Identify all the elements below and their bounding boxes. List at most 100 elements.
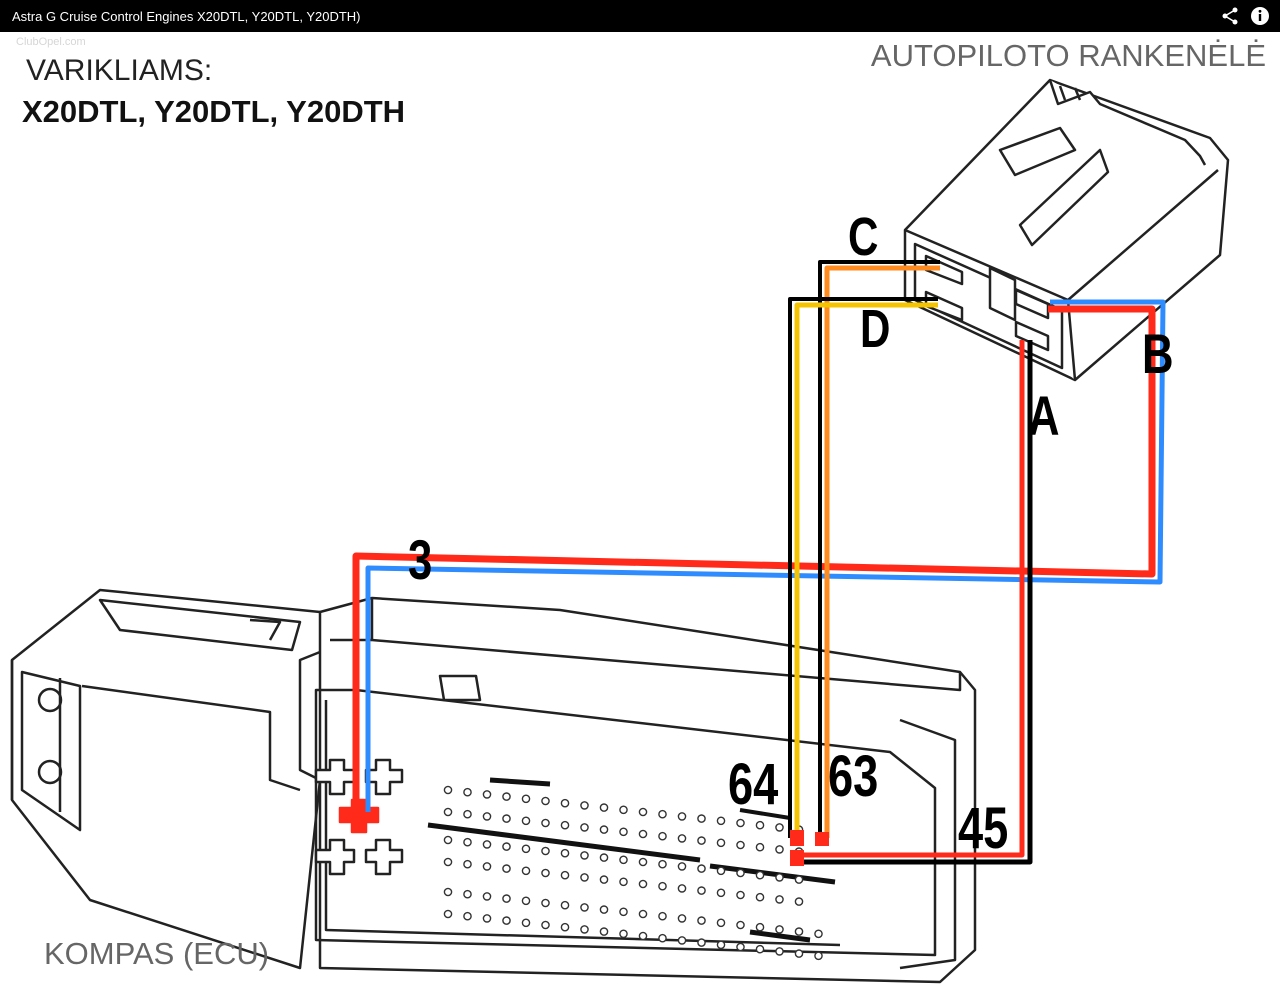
ecu-pin [599, 927, 609, 936]
ecu-pin [560, 820, 570, 830]
pin-label-a: A [1028, 384, 1060, 447]
ecu-pin [716, 918, 726, 928]
ecu-pin [697, 938, 706, 947]
ecu-pin [658, 911, 667, 921]
ecu-pin [697, 886, 706, 895]
ecu-pin [755, 870, 765, 880]
ecu-pin [521, 896, 531, 906]
pin-label-45: 45 [958, 796, 1009, 861]
ecu-pin [716, 940, 726, 950]
ecu-pin [755, 944, 765, 954]
ecu-pin [736, 920, 745, 930]
ecu-pin [541, 920, 550, 930]
ecu-pin [697, 864, 706, 873]
ecu-pin [599, 825, 609, 834]
ecu-pin [580, 851, 589, 860]
info-icon[interactable] [1250, 6, 1270, 26]
video-title: Astra G Cruise Control Engines X20DTL, Y… [12, 8, 361, 24]
ecu-pin [677, 936, 687, 945]
ecu-pin [599, 905, 609, 914]
ecu-pin [502, 792, 511, 801]
cruise-switch-connector [903, 78, 1230, 382]
ecu-pin [560, 798, 570, 808]
ecu-pin [521, 844, 531, 854]
pin-label-3: 3 [408, 528, 433, 591]
ecu-pin [463, 787, 472, 797]
ecu-pin [677, 914, 687, 923]
ecu-pin [463, 889, 472, 899]
ecu-pin [580, 873, 589, 882]
ecu-pin [541, 846, 550, 856]
pin-label-63: 63 [828, 744, 879, 809]
ecu-pin [677, 862, 687, 871]
ecu-pin-grid [443, 785, 823, 961]
ecu-pin [560, 848, 570, 858]
ecu-pin [541, 796, 550, 806]
pin-label-c: C [848, 207, 879, 267]
ecu-pin [814, 951, 823, 961]
ecu-pin [697, 814, 706, 823]
ecu-pin [521, 816, 531, 826]
wire-b-blue [365, 299, 1166, 812]
ecu-pin [580, 903, 589, 912]
wires [352, 260, 1166, 865]
ecu-pin [814, 929, 823, 939]
ecu-pin [658, 859, 667, 869]
ecu-pin [443, 835, 453, 845]
ecu-pin [677, 884, 687, 893]
ecu-pin [775, 823, 784, 832]
ecu-pin [463, 859, 472, 869]
ecu-pin [560, 922, 570, 932]
ecu-pin [775, 895, 784, 904]
ecu-pin [677, 834, 687, 843]
ecu-pin [755, 922, 765, 932]
ecu-pin [658, 809, 667, 819]
ecu-pin [638, 879, 648, 889]
ecu-pin [638, 829, 648, 839]
ecu-pin [599, 803, 609, 812]
ecu-pin [638, 857, 648, 867]
ecu-pin [521, 794, 531, 804]
ecu-pin [482, 892, 492, 901]
ecu-pin [736, 868, 745, 878]
ecu-label: KOMPAS (ECU) [44, 936, 270, 971]
ecu-pin [716, 816, 726, 826]
ecu-pin [619, 877, 628, 887]
ecu-pin [580, 823, 589, 832]
ecu-pin [658, 881, 667, 891]
pin-63-highlight [815, 832, 829, 846]
ecu-pin [482, 914, 492, 923]
video-title-bar: Astra G Cruise Control Engines X20DTL, Y… [0, 0, 1280, 32]
ecu-connector [10, 588, 977, 984]
ecu-pin [775, 947, 784, 956]
ecu-pin [716, 888, 726, 898]
ecu-pin [521, 866, 531, 876]
pin-label-d: D [860, 299, 891, 359]
wire-b-red [352, 305, 1156, 812]
ecu-pin [482, 812, 492, 821]
ecu-pin [502, 916, 511, 925]
ecu-pin [580, 801, 589, 810]
share-icon[interactable] [1220, 6, 1240, 26]
ecu-pin [755, 820, 765, 830]
wire-a-red [796, 340, 1025, 858]
ecu-pin [502, 842, 511, 851]
ecu-pin [638, 931, 648, 941]
ecu-pin [560, 870, 570, 880]
ecu-pin [463, 809, 472, 819]
ecu-pin [619, 855, 628, 865]
ecu-pin [716, 866, 726, 876]
ecu-pin [541, 898, 550, 908]
engines-heading: VARIKLIAMS: [26, 54, 213, 87]
ecu-pin [482, 840, 492, 849]
ecu-pin [502, 864, 511, 873]
ecu-pin [755, 842, 765, 852]
ecu-pin [755, 892, 765, 902]
ecu-pin [482, 862, 492, 871]
ecu-pin [736, 818, 745, 828]
ecu-pin [677, 812, 687, 821]
ecu-pin [560, 900, 570, 910]
wire-c-black [818, 260, 940, 838]
pin-label-64: 64 [728, 752, 779, 817]
ecu-pin [502, 814, 511, 823]
